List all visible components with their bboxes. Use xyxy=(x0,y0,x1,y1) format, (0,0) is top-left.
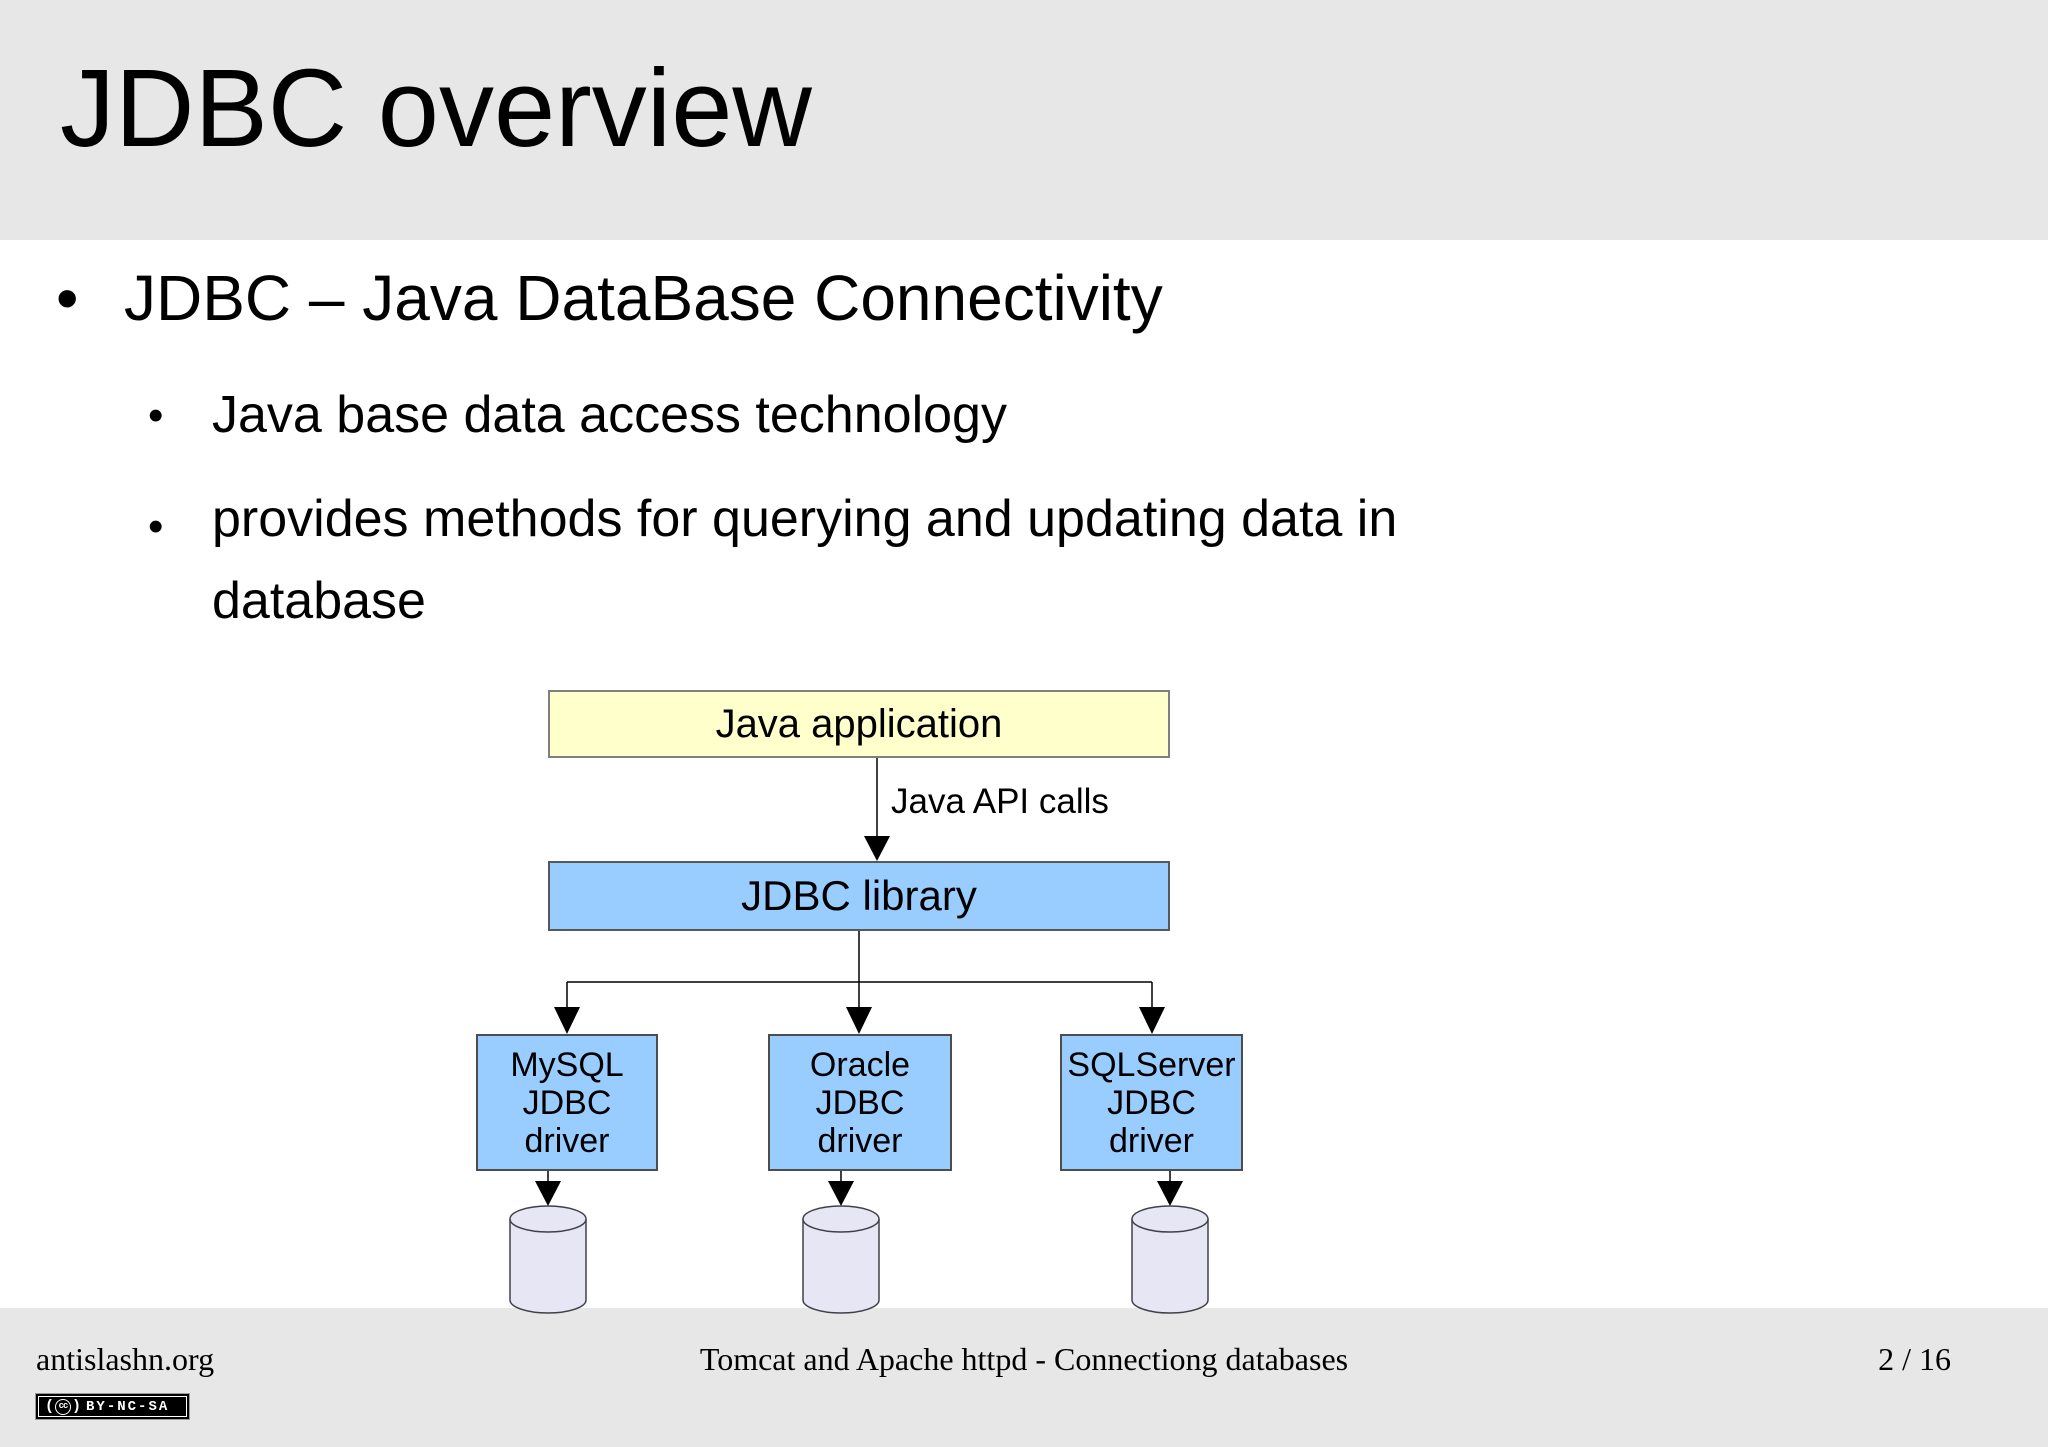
page-title: JDBC overview xyxy=(60,47,812,170)
arrowhead-down-icon xyxy=(1139,1007,1165,1034)
bullet-item-sub-1: • Java base data access technology xyxy=(148,386,1007,446)
driver-label-line: Oracle xyxy=(809,1045,911,1084)
bullet-text-line2: database xyxy=(212,572,426,630)
database-cylinder-sqlserver xyxy=(1131,1205,1209,1314)
driver-label-line: MySQL xyxy=(510,1045,624,1084)
java-application-label: Java application xyxy=(715,701,1003,746)
footer-site-text: antislashn.org xyxy=(36,1341,215,1377)
cc-logo-icon: (cc) xyxy=(45,1398,82,1415)
driver-label-line: driver xyxy=(1108,1121,1195,1160)
database-cylinder-mysql xyxy=(509,1205,587,1314)
bullet-item-level1: • JDBC – Java DataBase Connectivity xyxy=(56,262,1163,336)
footer-deck-title: Tomcat and Apache httpd - Connectiong da… xyxy=(699,1341,1349,1377)
bullet-dot-icon: • xyxy=(56,262,79,334)
oracle-driver-box: Oracle JDBC driver xyxy=(768,1034,952,1171)
driver-label-line: SQLServer xyxy=(1067,1045,1236,1084)
footer-band xyxy=(0,1308,2048,1447)
sqlserver-driver-box: SQLServer JDBC driver xyxy=(1060,1034,1243,1171)
arrowhead-down-icon xyxy=(1157,1181,1183,1206)
driver-label-line: driver xyxy=(524,1121,610,1160)
bullet-dot-icon: • xyxy=(148,391,164,440)
arrowhead-down-icon xyxy=(864,836,890,861)
java-application-box: Java application xyxy=(548,690,1170,758)
mysql-driver-box: MySQL JDBC driver xyxy=(476,1034,658,1171)
cc-license-badge[interactable]: (cc) BY-NC-SA xyxy=(35,1393,190,1420)
arrowhead-down-icon xyxy=(554,1007,580,1034)
arrowhead-down-icon xyxy=(535,1181,561,1206)
driver-label-line: JDBC xyxy=(815,1083,905,1122)
cc-badge-frame: (cc) BY-NC-SA xyxy=(38,1396,187,1417)
cc-badge-label: BY-NC-SA xyxy=(86,1398,170,1415)
jdbc-library-label: JDBC library xyxy=(741,872,977,919)
database-cylinder-oracle xyxy=(802,1205,880,1314)
title-band xyxy=(0,0,2048,240)
bullet-item-sub-2: • provides methods for querying and upda… xyxy=(148,478,1397,642)
bullet-text: Java base data access technology xyxy=(212,386,1007,444)
bullet-text: JDBC – Java DataBase Connectivity xyxy=(124,262,1163,334)
java-api-calls-label: Java API calls xyxy=(891,782,1109,821)
driver-label-line: driver xyxy=(817,1121,903,1160)
jdbc-library-box: JDBC library xyxy=(548,861,1170,931)
arrowhead-down-icon xyxy=(846,1007,872,1034)
driver-label-line: JDBC xyxy=(522,1083,612,1122)
bullet-dot-icon: • xyxy=(148,502,164,551)
cc-circle-glyph: cc xyxy=(55,1398,72,1415)
driver-label-line: JDBC xyxy=(1107,1083,1196,1122)
bullet-text: provides methods for querying and updati… xyxy=(212,478,1397,642)
page-number: 2 / 16 xyxy=(1878,1341,1951,1377)
arrowhead-down-icon xyxy=(828,1181,854,1206)
bullet-text-line1: provides methods for querying and updati… xyxy=(212,490,1398,548)
